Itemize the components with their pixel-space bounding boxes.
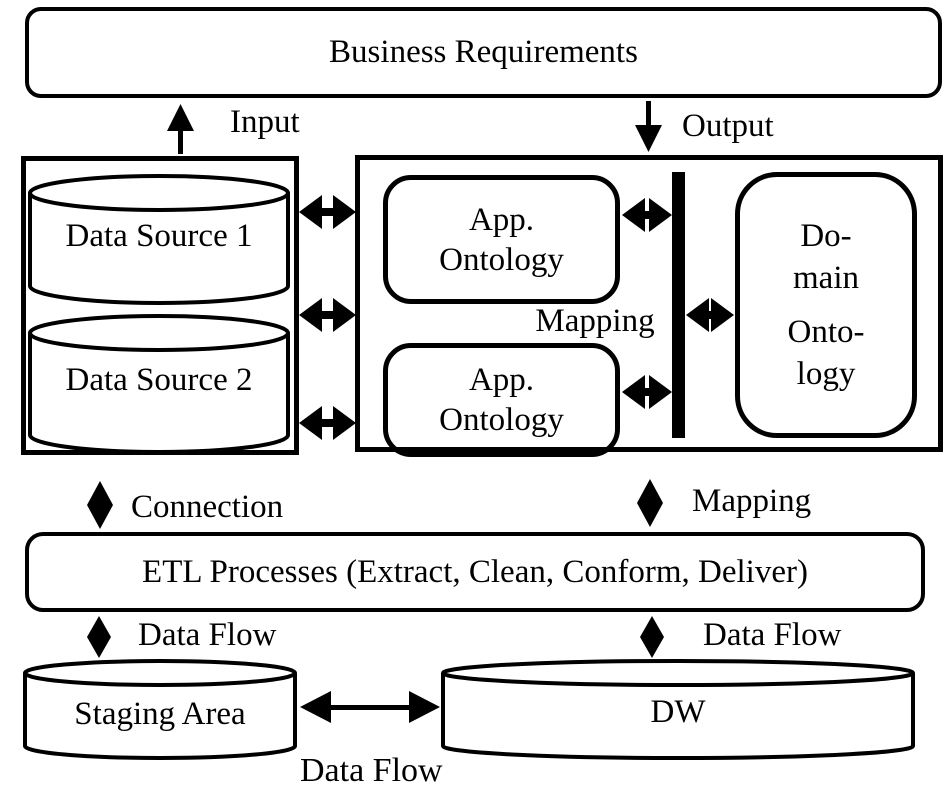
- domain-ontology-box: Do- main Onto- logy: [735, 172, 917, 438]
- input-arrow-icon: [167, 104, 194, 154]
- source-ontology-link-3-icon: [299, 406, 356, 440]
- dw-cylinder: [441, 659, 915, 760]
- source-ontology-link-1-icon: [299, 195, 356, 229]
- output-label: Output: [682, 108, 774, 144]
- staging-area-label: Staging Area: [74, 696, 246, 732]
- domain-ontology-label-top: Do- main: [793, 218, 859, 296]
- connection-diamond-icon: [87, 481, 113, 529]
- data-flow-right-label: Data Flow: [703, 617, 842, 653]
- etl-box: ETL Processes (Extract, Clean, Conform, …: [25, 532, 925, 612]
- staging-dw-arrow-icon: [300, 691, 440, 723]
- staging-area-cylinder: [23, 659, 297, 760]
- data-source-1-label: Data Source 1: [65, 218, 253, 254]
- etl-label: ETL Processes (Extract, Clean, Conform, …: [142, 553, 808, 590]
- data-source-1-cylinder: [28, 174, 290, 305]
- app2-bar-link-icon: [622, 375, 672, 409]
- mapping-diamond-icon: [637, 479, 663, 527]
- bar-domain-link-icon: [686, 298, 734, 332]
- data-flow-bottom-label: Data Flow: [300, 752, 443, 789]
- business-requirements-box: Business Requirements: [25, 7, 942, 98]
- data-source-2-cylinder: [28, 314, 290, 454]
- mapping-label: Mapping: [692, 483, 812, 519]
- app-ontology-1-label: App. Ontology: [439, 201, 564, 278]
- data-flow-left-label: Data Flow: [138, 617, 277, 653]
- dw-label: DW: [650, 694, 706, 730]
- mapping-bar: [672, 172, 685, 438]
- app-ontology-1-box: App. Ontology: [383, 175, 620, 304]
- domain-ontology-label-bottom: Onto- logy: [787, 314, 865, 392]
- mapping-inner-label: Mapping: [535, 303, 655, 339]
- app1-bar-link-icon: [622, 198, 672, 232]
- data-flow-right-diamond-icon: [640, 616, 664, 658]
- source-ontology-link-2-icon: [299, 298, 356, 332]
- app-ontology-2-label: App. Ontology: [439, 362, 564, 438]
- connection-label: Connection: [131, 489, 284, 525]
- data-source-2-label: Data Source 2: [65, 362, 253, 398]
- app-ontology-2-box: App. Ontology: [383, 343, 620, 457]
- input-label: Input: [230, 104, 300, 140]
- data-flow-left-diamond-icon: [87, 616, 111, 658]
- business-requirements-label: Business Requirements: [329, 34, 638, 70]
- output-arrow-icon: [635, 101, 662, 152]
